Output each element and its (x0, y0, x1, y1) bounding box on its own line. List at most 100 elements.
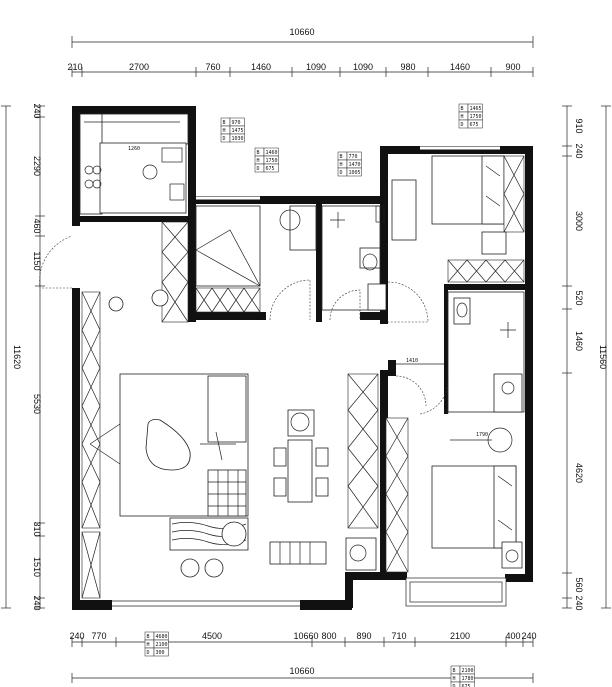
spec-text: D (461, 122, 464, 128)
spec-text: 675 (462, 684, 471, 687)
spec-text: 300 (156, 650, 165, 656)
bath-depth-dim: 1790 (476, 432, 488, 438)
right-dim-8: 240 (574, 595, 584, 610)
exterior-walls (72, 106, 533, 610)
spec-cell (263, 163, 279, 173)
right-dim-3: 3000 (574, 211, 584, 231)
spec-text: 1780 (462, 676, 474, 682)
bottom-dim-3: 4500 (202, 631, 222, 641)
dining-table (273, 409, 329, 503)
bottom-dim-9: 400 (505, 631, 520, 641)
spec-text: H (461, 114, 464, 120)
spec-text: 1465 (470, 106, 482, 112)
top-dim-6: 1090 (353, 62, 373, 72)
right-dimension-chain: 11560 910 240 3000 520 1460 4620 560 240 (562, 105, 611, 611)
left-dim-6: 310 (32, 521, 42, 536)
left-wardrobe-cabinets (81, 291, 101, 599)
spec-text: 675 (470, 122, 479, 128)
top-total-dim: 10660 (289, 27, 314, 37)
left-dim-4: 1150 (32, 251, 42, 270)
right-total-dim: 11560 (598, 345, 608, 369)
right-dim-2: 240 (574, 143, 584, 158)
spec-cell (229, 133, 245, 143)
left-dim-7: 1510 (32, 557, 42, 577)
interior-walls (80, 196, 532, 414)
spec-text: 4680 (156, 634, 168, 640)
spec-text: B (453, 668, 456, 674)
bottom-dim-8: 2100 (450, 631, 470, 641)
kitchen-counter-dim: 1260 (128, 146, 140, 152)
spec-text: 970 (232, 120, 241, 126)
spec-text: 1750 (266, 158, 278, 164)
spec-text: B (461, 106, 464, 112)
left-dim-1: 240 (32, 103, 42, 118)
bottom-total-dim: 10660 (289, 666, 314, 676)
right-dim-5: 1460 (574, 331, 584, 351)
spec-text: 1005 (349, 170, 361, 176)
spec-text: H (257, 158, 260, 164)
spec-text: B (223, 120, 226, 126)
spec-text: B (147, 634, 150, 640)
spec-text: 2100 (156, 642, 168, 648)
kitchen: 1260 (79, 113, 189, 215)
spec-text: D (147, 650, 150, 656)
spec-text: B (257, 150, 260, 156)
spec-cell (346, 167, 362, 177)
spec-cell (467, 119, 483, 129)
bottom-dim-10: 240 (521, 631, 536, 641)
right-dim-1: 910 (574, 118, 584, 133)
left-total-dim: 11620 (12, 345, 22, 369)
top-dim-9: 900 (505, 62, 520, 72)
left-dim-5: 5530 (32, 394, 42, 414)
spec-text: 1470 (349, 162, 361, 168)
spec-text: 2100 (462, 668, 474, 674)
entry-decor (108, 289, 169, 312)
bottom-dim-2: 770 (91, 631, 106, 641)
bedroom-bottom: 1790 (431, 427, 523, 569)
bottom-dim-1: 240 (69, 631, 84, 641)
spec-text: D (223, 136, 226, 142)
spec-text: H (453, 676, 456, 682)
spec-text: H (147, 642, 150, 648)
top-dim-8: 1460 (450, 62, 470, 72)
bathroom-right: 1410 (395, 291, 525, 415)
spec-text: 675 (266, 166, 275, 172)
bottom-dim-4: 10660 (293, 631, 318, 641)
spec-text: D (453, 684, 456, 687)
spec-text: 1750 (470, 114, 482, 120)
bottom-dim-5: 800 (321, 631, 336, 641)
hall-wardrobe (345, 373, 409, 573)
bathroom-top (321, 205, 429, 323)
spec-text: H (223, 128, 226, 134)
right-dim-6: 4620 (574, 463, 584, 483)
left-dim-2: 2290 (32, 156, 42, 176)
left-dim-3: 460 (32, 218, 42, 233)
spec-text: H (340, 162, 343, 168)
spec-text: 770 (349, 154, 358, 160)
spec-text: D (257, 166, 260, 172)
top-dim-7: 980 (400, 62, 415, 72)
spec-text: D (340, 170, 343, 176)
bedroom-small (195, 205, 317, 321)
bedroom-master-top (391, 155, 525, 283)
top-dim-2: 2700 (129, 62, 149, 72)
top-dim-3: 760 (205, 62, 220, 72)
living-room (89, 373, 327, 578)
spec-text: 1030 (232, 136, 244, 142)
spec-cell (459, 681, 475, 687)
hall-width-dim: 1410 (406, 358, 418, 364)
tall-cabinet-column (161, 221, 189, 323)
entry-door (39, 235, 73, 289)
left-dim-8: 240 (32, 595, 42, 610)
bottom-dim-7: 710 (391, 631, 406, 641)
spec-text: B (340, 154, 343, 160)
right-dim-4: 520 (574, 290, 584, 305)
